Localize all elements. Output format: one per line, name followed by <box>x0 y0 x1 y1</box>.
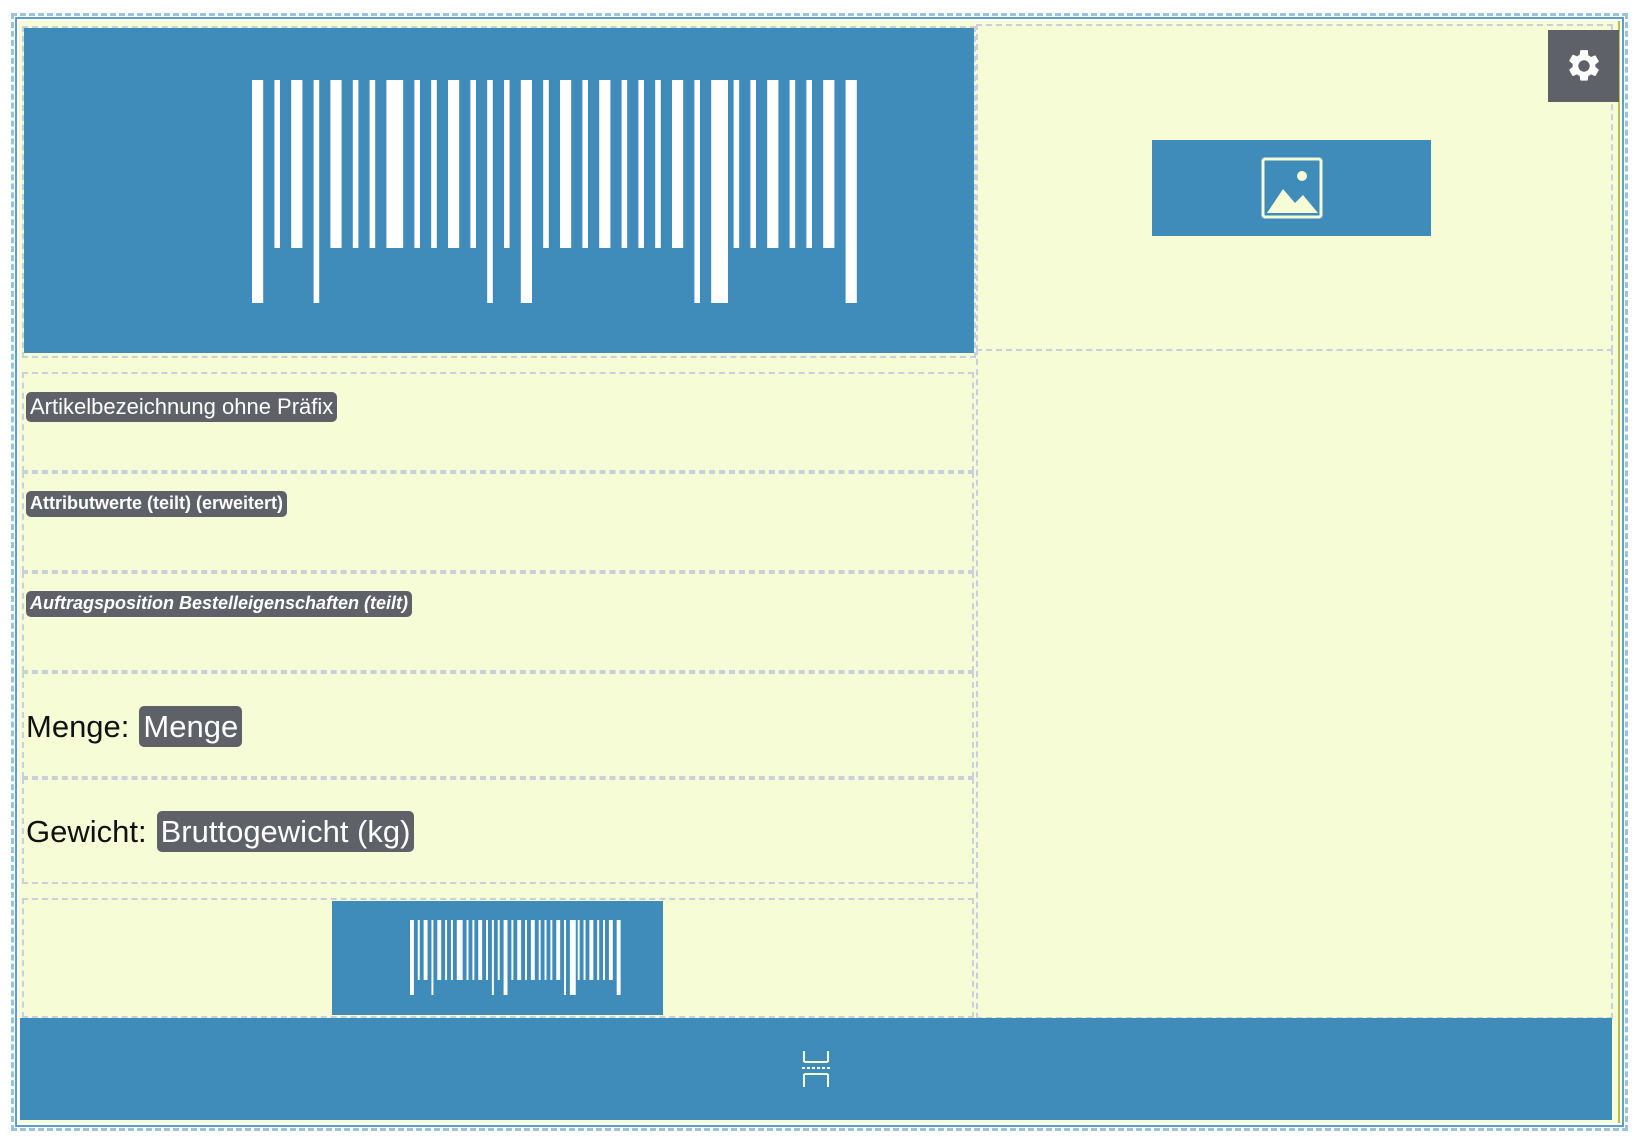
barcode-bar <box>789 80 796 248</box>
barcode-bar <box>274 80 280 248</box>
barcode-bar <box>497 920 500 980</box>
barcode-bar <box>369 80 376 248</box>
barcode-bar <box>352 80 359 248</box>
barcode-bar <box>291 80 303 248</box>
image-element[interactable] <box>1152 140 1431 236</box>
barcode-bar <box>472 920 475 980</box>
barcode-bar <box>589 920 594 980</box>
barcode-bar <box>487 80 493 303</box>
weight-block-outline <box>22 778 974 884</box>
barcode-bar <box>466 920 469 980</box>
barcode-bar <box>445 920 448 980</box>
quantity-placeholder[interactable]: Menge <box>139 706 243 748</box>
barcode-bar <box>556 920 561 980</box>
barcode-bar <box>330 80 342 248</box>
page-break-icon <box>802 1051 830 1087</box>
barcode-bar <box>616 920 621 995</box>
barcode-bar <box>448 80 460 248</box>
barcode-bar <box>599 80 611 248</box>
barcode-bar <box>694 80 700 303</box>
order-properties-placeholder[interactable]: Auftragsposition Bestelleigenschaften (t… <box>26 591 413 617</box>
barcode-bar <box>806 80 812 248</box>
barcode-bar <box>431 80 437 248</box>
small-barcode-element[interactable] <box>332 901 663 1015</box>
barcode-bar <box>456 920 463 980</box>
barcode-bar <box>577 920 580 980</box>
barcode-bar <box>621 80 628 248</box>
small-barcode-block-outline <box>22 898 974 1018</box>
barcode-bar <box>410 920 414 995</box>
attribute-values-block-outline <box>22 472 974 572</box>
barcode-element[interactable] <box>24 28 974 353</box>
quantity-row[interactable]: Menge: Menge <box>26 706 243 748</box>
barcode-bar <box>504 80 510 248</box>
barcode-bar <box>597 920 600 980</box>
barcode-bar <box>655 80 661 248</box>
barcode-bar <box>733 80 740 248</box>
barcode-section-outline <box>22 26 976 358</box>
barcode-bar <box>525 920 527 980</box>
barcode-bar <box>638 80 644 248</box>
weight-label: Gewicht: <box>26 813 147 849</box>
barcode-bar <box>520 80 532 303</box>
barcode-bar <box>767 80 779 248</box>
barcode-bar <box>823 80 835 248</box>
barcode-bar <box>538 920 541 980</box>
gear-icon <box>1568 50 1599 81</box>
barcode-bar <box>608 920 613 980</box>
article-name-row[interactable]: Artikelbezeichnung ohne Präfix <box>26 392 338 423</box>
article-name-block-outline <box>22 372 974 472</box>
barcode-bar <box>750 80 756 248</box>
attribute-values-placeholder[interactable]: Attributwerte (teilt) (erweitert) <box>26 491 288 517</box>
label-selection-frame <box>15 17 1624 1127</box>
barcode-bar <box>672 80 684 248</box>
barcode-bar <box>845 80 857 303</box>
barcode-bar <box>491 920 494 995</box>
barcode-bar <box>478 920 483 980</box>
settings-button[interactable] <box>1548 30 1619 102</box>
footer-section[interactable] <box>20 1018 1612 1120</box>
image-icon <box>1261 157 1322 219</box>
barcode-bar <box>414 80 420 248</box>
barcode-bar <box>603 920 605 980</box>
right-column-outline <box>976 349 1613 1019</box>
barcode-bar <box>582 80 588 248</box>
barcode-bar <box>386 80 404 248</box>
article-name-placeholder[interactable]: Artikelbezeichnung ohne Präfix <box>26 392 338 423</box>
barcode-bar <box>417 920 420 980</box>
barcode-bar <box>252 80 264 303</box>
quantity-block-outline <box>22 672 974 778</box>
barcode-bar <box>511 920 514 980</box>
barcode-bar <box>564 920 566 995</box>
barcode-bar <box>313 80 320 303</box>
barcode-bar <box>583 920 586 980</box>
weight-row[interactable]: Gewicht: Bruttogewicht (kg) <box>26 811 415 853</box>
barcode-bar <box>569 920 576 995</box>
barcode-bar <box>530 920 535 980</box>
barcode-bar <box>486 920 488 980</box>
barcode-bar <box>450 920 453 980</box>
barcode-bar <box>431 920 434 995</box>
barcode-bar <box>560 80 572 248</box>
barcode-icon <box>252 80 857 303</box>
barcode-bar <box>543 80 549 248</box>
barcode-bar <box>517 920 522 980</box>
attribute-values-row[interactable]: Attributwerte (teilt) (erweitert) <box>26 491 288 517</box>
label-outer-frame <box>11 13 1628 1131</box>
barcode-icon <box>410 920 621 995</box>
order-properties-row[interactable]: Auftragsposition Bestelleigenschaften (t… <box>26 591 413 617</box>
barcode-bar <box>544 920 547 980</box>
barcode-bar <box>711 80 728 303</box>
barcode-bar <box>470 80 476 248</box>
order-properties-block-outline <box>22 572 974 672</box>
barcode-bar <box>437 920 442 980</box>
barcode-bar <box>423 920 428 980</box>
barcode-bar <box>503 920 508 995</box>
quantity-label: Menge: <box>26 708 130 744</box>
weight-placeholder[interactable]: Bruttogewicht (kg) <box>156 811 415 853</box>
barcode-bar <box>550 920 553 980</box>
